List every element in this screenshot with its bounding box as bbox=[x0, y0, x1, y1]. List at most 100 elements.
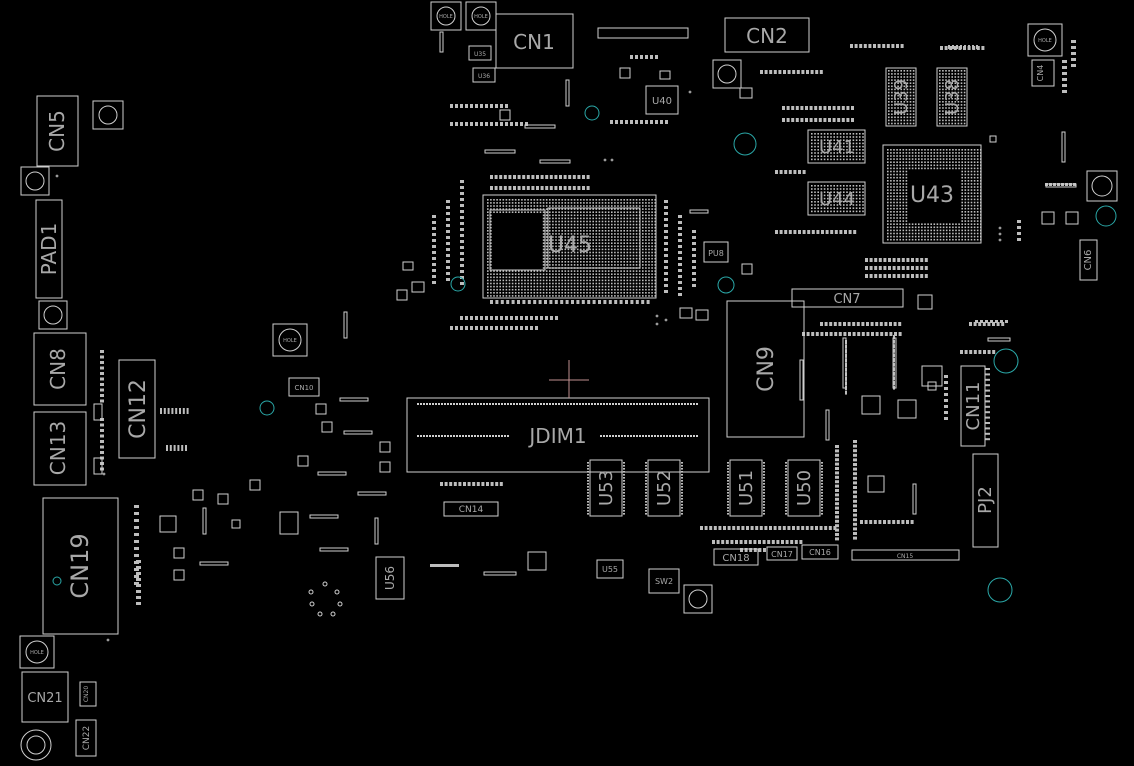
u50-outline bbox=[787, 459, 821, 517]
u40-outline bbox=[645, 85, 679, 115]
mounting-hole-top-1: HOLE bbox=[430, 1, 462, 31]
u45-label: U45 bbox=[548, 233, 592, 258]
u41-outline bbox=[807, 129, 866, 164]
cn19-label: CN19 bbox=[66, 533, 94, 598]
u56-outline bbox=[375, 556, 405, 600]
cn13-outline bbox=[33, 411, 87, 486]
cn22-label: CN22 bbox=[82, 726, 92, 750]
cn14-label: CN14 bbox=[459, 505, 484, 515]
u52-label: U52 bbox=[654, 470, 675, 506]
cn2-outline bbox=[724, 17, 810, 53]
svg-text:HOLE: HOLE bbox=[474, 14, 488, 20]
mounting-hole-top-2: HOLE bbox=[465, 1, 497, 31]
cn2-label: CN2 bbox=[746, 24, 788, 48]
pj2-outline bbox=[972, 453, 999, 548]
cn4-label: CN4 bbox=[1036, 65, 1045, 82]
fiducial-marks bbox=[52, 105, 1117, 603]
u53-label: U53 bbox=[596, 470, 617, 506]
cn18-label: CN18 bbox=[722, 553, 749, 564]
cn1-outline bbox=[495, 13, 574, 69]
mounting-hole-center-left: HOLE bbox=[272, 323, 308, 357]
u38-outline bbox=[936, 67, 968, 127]
cn7-outline bbox=[791, 288, 904, 308]
cn8-outline bbox=[33, 332, 87, 406]
jdim1-label: JDIM1 bbox=[527, 424, 586, 448]
cn20-label: CN20 bbox=[83, 686, 90, 702]
cn6-label: CN6 bbox=[1083, 250, 1094, 271]
u50-label: U50 bbox=[794, 470, 815, 506]
fpc-connector-top bbox=[597, 27, 689, 39]
via-ring bbox=[308, 581, 343, 617]
cn10-label: CN10 bbox=[294, 384, 313, 392]
cn16-label: CN16 bbox=[809, 548, 831, 557]
component-footprints bbox=[55, 31, 1079, 642]
cn1-label: CN1 bbox=[513, 30, 555, 54]
u36-label: U36 bbox=[478, 73, 490, 80]
mounting-hole-top-right: HOLE bbox=[1027, 23, 1063, 57]
u43-label: U43 bbox=[910, 183, 954, 208]
pad1-outline bbox=[35, 199, 63, 299]
cn15-outline bbox=[851, 549, 960, 561]
cn5-outline bbox=[36, 95, 79, 167]
mounting-hole-bottom-left: HOLE bbox=[19, 635, 55, 669]
u45-outline bbox=[482, 194, 657, 299]
u44-outline bbox=[807, 181, 866, 216]
pu8-outline bbox=[703, 241, 729, 263]
u55-outline bbox=[596, 559, 624, 579]
u43-outline bbox=[882, 144, 982, 244]
cn12-outline bbox=[118, 359, 156, 459]
pad1-label: PAD1 bbox=[37, 223, 61, 276]
u51-label: U51 bbox=[736, 470, 757, 506]
cn7-label: CN7 bbox=[833, 292, 860, 307]
svg-text:HOLE: HOLE bbox=[30, 650, 44, 656]
cn21-label: CN21 bbox=[27, 691, 62, 706]
jdim1-outline bbox=[406, 397, 710, 473]
cn9-outline bbox=[726, 300, 805, 438]
cn8-label: CN8 bbox=[46, 348, 70, 390]
sw2-label: SW2 bbox=[655, 577, 673, 586]
u36-outline bbox=[472, 67, 496, 83]
u53-outline bbox=[589, 459, 623, 517]
cn17-outline bbox=[766, 546, 798, 561]
cn22-outline bbox=[75, 719, 97, 757]
cn19-outline bbox=[42, 497, 119, 635]
cn12-label: CN12 bbox=[126, 379, 151, 439]
u45-die-left bbox=[489, 209, 546, 271]
cn18-outline bbox=[713, 548, 759, 566]
pj2-label: PJ2 bbox=[975, 486, 996, 514]
u55-label: U55 bbox=[602, 565, 618, 574]
pu8-label: PU8 bbox=[708, 249, 724, 258]
u51-outline bbox=[729, 459, 763, 517]
cn5-label: CN5 bbox=[45, 110, 69, 152]
cn11-label: CN11 bbox=[963, 382, 984, 431]
cn9-label: CN9 bbox=[754, 346, 779, 392]
sw2-outline bbox=[648, 568, 680, 594]
cn4-outline bbox=[1031, 59, 1055, 87]
cn17-label: CN17 bbox=[771, 550, 793, 559]
standoff-pads bbox=[20, 59, 1118, 761]
u35-outline bbox=[468, 45, 492, 61]
cn20-outline bbox=[79, 681, 97, 707]
u38-label: U38 bbox=[942, 79, 963, 115]
cn11-outline bbox=[960, 365, 986, 447]
svg-text:HOLE: HOLE bbox=[283, 338, 297, 344]
u35-label: U35 bbox=[474, 51, 486, 58]
cn16-outline bbox=[801, 544, 839, 560]
u44-label: U44 bbox=[819, 189, 855, 210]
svg-text:HOLE: HOLE bbox=[1038, 38, 1052, 44]
u52-outline bbox=[647, 459, 681, 517]
svg-text:HOLE: HOLE bbox=[439, 14, 453, 20]
u41-label: U41 bbox=[819, 137, 855, 158]
cn13-label: CN13 bbox=[46, 421, 70, 475]
cn21-outline bbox=[21, 671, 69, 723]
u40-label: U40 bbox=[652, 96, 672, 107]
u39-outline bbox=[885, 67, 917, 127]
cn15-label: CN15 bbox=[897, 553, 913, 560]
cn6-outline bbox=[1079, 239, 1098, 281]
u39-label: U39 bbox=[891, 79, 912, 115]
u45-die-right bbox=[547, 207, 641, 269]
cn10-outline bbox=[288, 377, 320, 397]
cn14-outline bbox=[443, 501, 499, 517]
